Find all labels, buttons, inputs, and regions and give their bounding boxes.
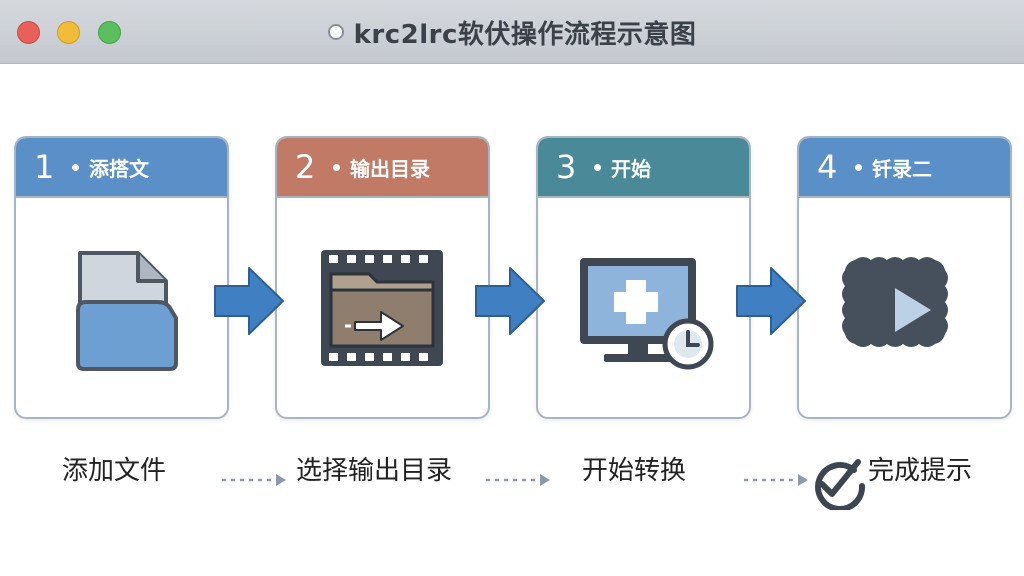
file-folder-icon [76, 251, 178, 371]
step-header-4: 4 钎录二 [799, 138, 1010, 198]
step-header-label: 钎录二 [872, 156, 932, 181]
step-number: 1 [34, 148, 55, 186]
dashed-arrow-2 [486, 474, 550, 486]
close-window-button[interactable] [17, 21, 40, 44]
step-header-label: 添搭文 [89, 156, 149, 181]
play-icon [842, 257, 948, 347]
step-card-4: 4 钎录二 [797, 136, 1012, 419]
dashed-arrow-3 [744, 474, 808, 486]
bullet-icon [594, 163, 601, 171]
step-body-2 [277, 198, 488, 417]
window-titlebar: krc2lrc软伏操作流程示意图 [0, 0, 1024, 64]
step-caption-2: 选择输出目录 [296, 456, 453, 486]
step-card-1: 1 添搭文 [14, 136, 229, 419]
flow-arrow-1 [214, 267, 284, 335]
dashed-arrow-1 [222, 474, 286, 486]
step-body-1 [16, 198, 227, 417]
step-card-2: 2 输出目录 [275, 136, 490, 419]
step-caption-1: 添加文件 [62, 456, 167, 486]
step-body-4 [799, 198, 1010, 417]
flow-arrow-2 [475, 267, 545, 335]
bullet-icon [333, 163, 340, 171]
step-caption-4: 完成提示 [868, 456, 973, 486]
window-title: krc2lrc软伏操作流程示意图 [353, 19, 697, 50]
step-header-label: 开始 [611, 156, 651, 181]
flow-arrow-3 [736, 267, 806, 335]
step-number: 4 [817, 148, 838, 186]
step-number: 3 [556, 148, 577, 186]
app-status-icon [327, 24, 344, 40]
step-header-3: 3 开始 [538, 138, 749, 198]
step-body-3 [538, 198, 749, 417]
step-number: 2 [295, 148, 316, 186]
step-header-label: 输出目录 [350, 156, 430, 181]
window-title-area: krc2lrc软伏操作流程示意图 [0, 0, 1024, 64]
step-card-3: 3 开始 [536, 136, 751, 419]
monitor-clock-icon [580, 258, 714, 370]
minimize-window-button[interactable] [57, 21, 80, 44]
checkmark-icon [815, 459, 866, 510]
maximize-window-button[interactable] [98, 21, 121, 44]
folder-export-icon [321, 250, 443, 366]
step-header-1: 1 添搭文 [16, 138, 227, 198]
bullet-icon [855, 163, 862, 171]
step-caption-3: 开始转换 [582, 456, 687, 486]
step-header-2: 2 输出目录 [277, 138, 488, 198]
bullet-icon [72, 163, 79, 171]
